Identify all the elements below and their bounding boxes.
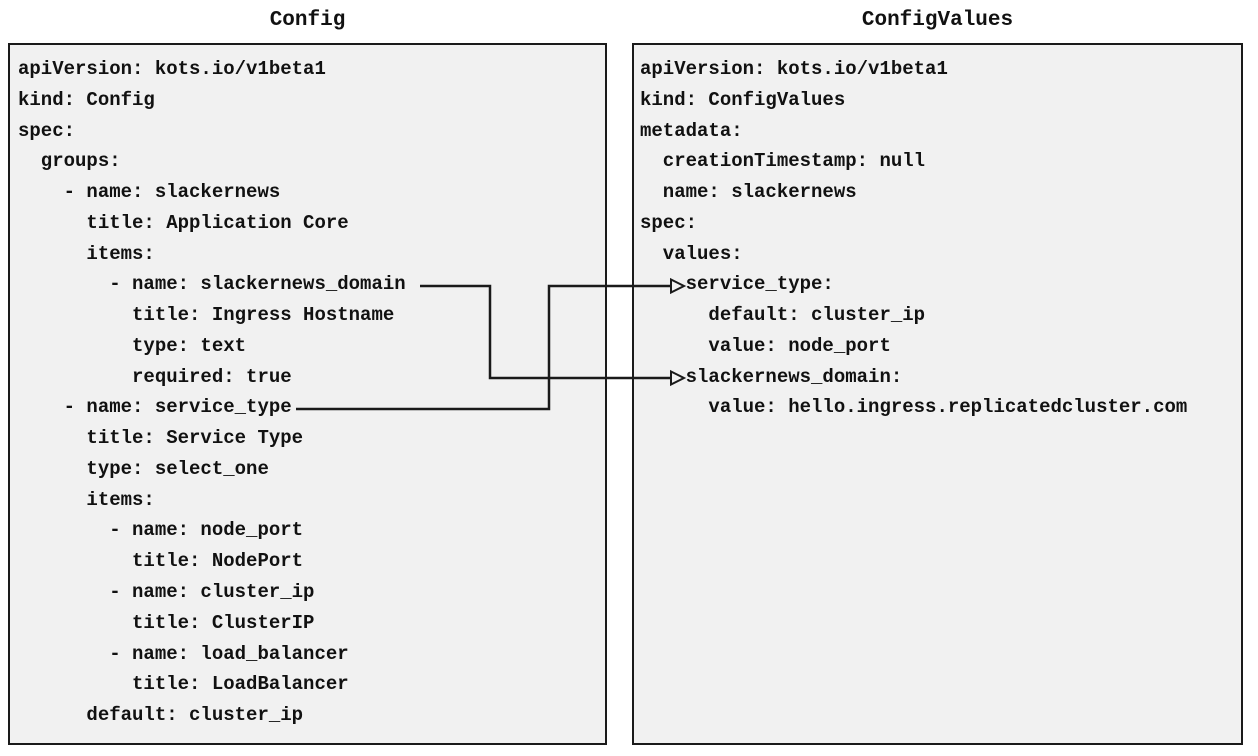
configvalues-panel-title: ConfigValues — [861, 9, 1014, 32]
configvalues-panel: apiVersion: kots.io/v1beta1 kind: Config… — [632, 43, 1243, 745]
config-panel: apiVersion: kots.io/v1beta1 kind: Config… — [8, 43, 607, 745]
config-panel-title: Config — [269, 9, 346, 32]
configvalues-yaml-code: apiVersion: kots.io/v1beta1 kind: Config… — [640, 58, 1188, 419]
config-yaml-code: apiVersion: kots.io/v1beta1 kind: Config… — [18, 58, 406, 727]
